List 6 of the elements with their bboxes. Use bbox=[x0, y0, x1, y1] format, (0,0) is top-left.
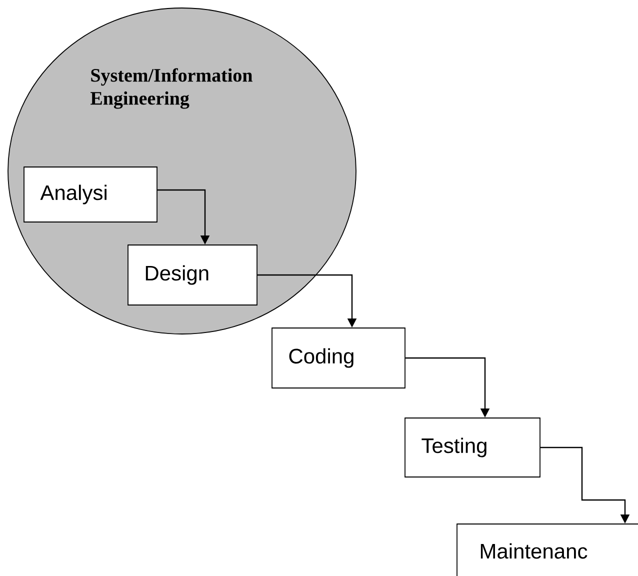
process-box: Testing bbox=[404, 418, 540, 478]
process-box: Analysi bbox=[24, 166, 158, 222]
process-box: Design bbox=[128, 244, 258, 306]
process-box: Maintenanc bbox=[456, 524, 638, 576]
group-heading: System/Information Engineering bbox=[90, 68, 252, 109]
process-box: Coding bbox=[272, 328, 406, 388]
